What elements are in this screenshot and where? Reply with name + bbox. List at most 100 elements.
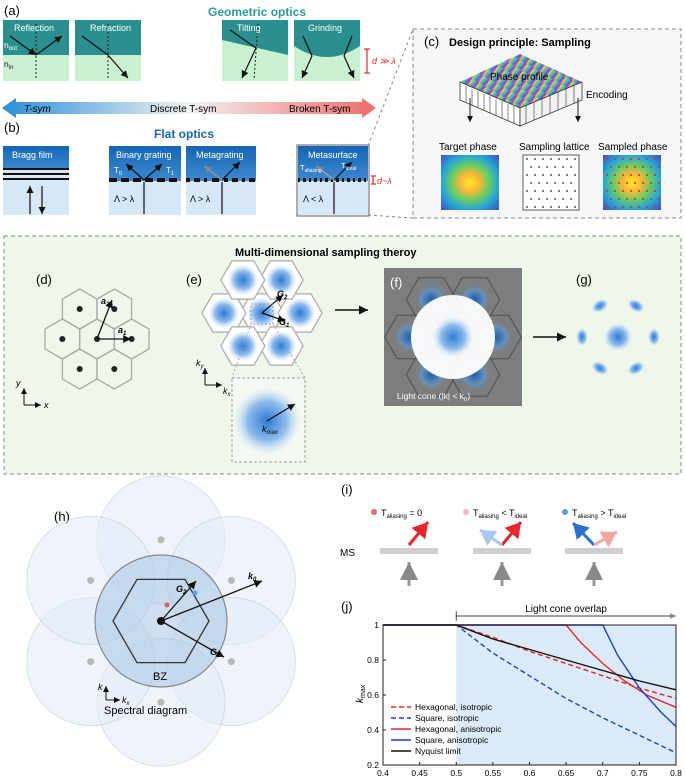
crescent [591,298,609,313]
lattice-dot [542,206,544,208]
lattice-dot [538,166,540,168]
lattice-dot [530,166,532,168]
order-point [87,658,95,666]
sampled-dot [605,189,609,193]
lattice-dot [534,158,536,160]
sampled-dot [653,173,657,177]
sampled-dot [629,205,633,209]
sampled-dot [613,205,617,209]
x-tick-label: 0.5 [450,768,462,777]
panel-c: (c) Design principle: Sampling Phase pro… [412,28,682,219]
lattice-dot [574,206,576,208]
xy-axes-d: y x [15,378,49,410]
order-point [227,576,235,584]
metasurface-label: Metasurface [308,150,358,160]
sampled-dot [605,205,609,209]
lattice-dot [550,190,552,192]
reflection-label: Reflection [14,23,54,33]
d-sim-lambda-label: d~λ [377,176,392,186]
lattice-dot [550,158,552,160]
broken-t-sym-label: Broken T-sym [289,104,351,115]
n-out-label: nout [4,40,17,52]
sampled-dot [609,181,613,185]
lattice-dot [530,198,532,200]
lattice-dot [558,206,560,208]
sampled-dot [613,173,617,177]
lattice-dot [542,174,544,176]
lattice-dot [534,190,536,192]
lattice-dot [538,182,540,184]
y-axis-label: y [15,378,21,388]
panel-i: (i) Taliasing = 0 Taliasing < Tideal Tal… [340,482,626,586]
t1-label: T1 [166,166,174,177]
sampled-dot [617,165,621,169]
lattice-point [111,366,118,372]
lattice-dot [546,182,548,184]
y-tick-label: 0.8 [367,655,379,665]
lambda-gt-label-1: Λ > λ [114,194,135,204]
state-1-label: Taliasing = 0 [381,508,422,520]
design-principle-title: Design principle: Sampling [449,37,591,49]
spectral-diagram-label: Spectral diagram [104,705,187,717]
lattice-dot [574,158,576,160]
lattice-dot [566,206,568,208]
target-phase-label: Target phase [439,142,497,153]
legend-label-1: Square, isotropic [415,713,480,723]
light-cone-label: Light cone (|k| < k0) [397,391,470,403]
g2-label-h: G2 [176,584,187,596]
sampled-dot [625,165,629,169]
sampled-dot [653,189,657,193]
panel-c-label: (c) [424,34,439,49]
y-axis-label: kmax [355,684,367,703]
sampled-dot [613,189,617,193]
diffraction-order [208,298,239,328]
lattice-dot [534,206,536,208]
lattice-dot [526,190,528,192]
lattice-point [111,306,118,312]
diffraction-order [227,331,258,361]
diffraction-order [266,265,297,295]
sampled-dot [621,189,625,193]
lattice-dot [570,182,572,184]
g1-label-h: G1 [210,647,221,659]
encoding-label: Encoding [586,90,628,101]
y-tick-label: 0.2 [367,760,379,770]
lattice-dot [562,198,564,200]
grinding-label: Grinding [308,23,342,33]
brillouin-zone [112,578,210,664]
lambda-gt-label-2: Λ > λ [190,194,211,204]
n-in-label: nin [4,59,13,71]
lattice-dot [526,174,528,176]
hex-lattice [44,288,150,390]
d-gg-lambda-label: d ≫ λ [372,56,396,66]
overlap-shade [456,625,676,765]
sampled-dot [657,165,661,169]
k0-label: k0 [248,571,257,583]
lattice-dot [554,198,556,200]
bragg-box: Bragg film [3,146,69,215]
crescent [627,361,645,376]
symmetry-bar: T-sym Discrete T-sym Broken T-sym [2,98,376,118]
bz-label: BZ [153,671,167,683]
lattice-point [76,306,83,312]
x-tick-label: 0.55 [485,768,502,777]
tilting-label: Tilting [237,23,261,33]
x-tick-label: 0.65 [558,768,575,777]
d-marker: d ≫ λ [364,48,396,74]
panel-g-label: (g) [576,272,592,287]
kx-label-e: kx [223,386,232,398]
y-tick-label: 0.4 [367,725,379,735]
lattice-point [76,366,83,372]
sampled-dot [621,173,625,177]
lattice-dot [562,182,564,184]
lattice-dot [542,158,544,160]
lattice-dot [570,198,572,200]
panel-e-label: (e) [186,272,202,287]
crescent [591,361,609,376]
metagrating-box: Metagrating Λ > λ [186,146,256,215]
sampled-dot [637,173,641,177]
x-tick-label: 0.7 [597,768,609,777]
panel-b: (b) Flat optics Bragg film Binary [3,120,392,217]
